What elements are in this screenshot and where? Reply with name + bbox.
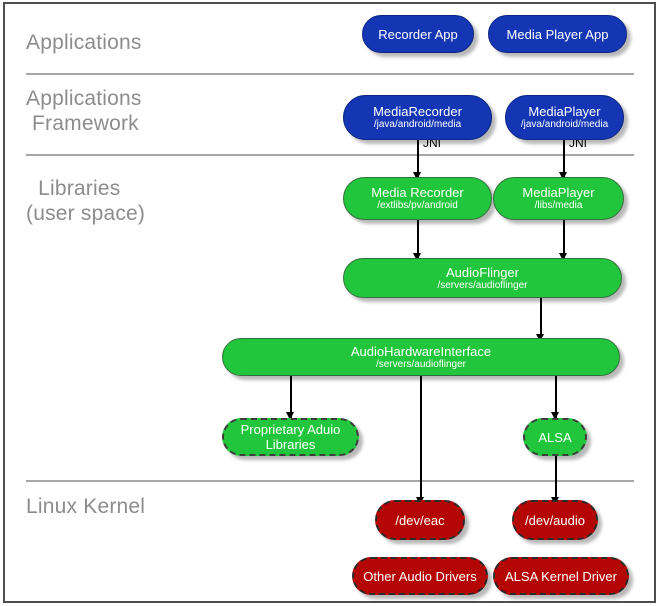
arrowhead-mediaplayer-to-lib	[559, 172, 567, 180]
arrowhead-mediaplayerlib-to-audioflinger	[559, 253, 567, 261]
node-other-audio-drivers[interactable]: Other Audio Drivers	[352, 557, 488, 595]
connector-audioflinger-to-audiohardwareinterface	[540, 298, 542, 340]
node-mediaplayer-framework-path: /java/android/media	[520, 119, 609, 130]
node-mediarecorder-framework-path: /java/android/media	[373, 119, 462, 130]
node-audiohardwareinterface-path: /servers/audioflinger	[375, 358, 467, 370]
node-recorder-app[interactable]: Recorder App	[362, 15, 474, 53]
node-mediarecorder-framework-title: MediaRecorder	[373, 104, 462, 119]
node-media-player-app-title: Media Player App	[506, 26, 609, 42]
connector-mediaplayer-to-lib	[563, 140, 565, 177]
node-proprietary-audio-libraries-line1: Proprietary Aduio	[240, 422, 341, 437]
layer-label-applications-framework: Applications Framework	[26, 87, 142, 135]
node-mediaplayer-lib-title: MediaPlayer	[522, 185, 595, 200]
node-media-recorder-lib[interactable]: Media Recorder /extlibs/pv/android	[343, 177, 492, 220]
node-mediaplayer-framework-title: MediaPlayer	[528, 104, 601, 119]
node-alsa-kernel-driver-title: ALSA Kernel Driver	[505, 568, 617, 584]
connector-alsa-to-dev-audio	[555, 456, 557, 502]
divider-kernel	[26, 480, 634, 482]
node-audioflinger-path: /servers/audioflinger	[437, 279, 528, 291]
node-audiohardwareinterface[interactable]: AudioHardwareInterface /servers/audiofli…	[222, 338, 620, 376]
node-alsa-title: ALSA	[538, 429, 572, 445]
node-proprietary-audio-libraries-line2: Libraries	[265, 437, 316, 452]
layer-label-libraries: Libraries (user space)	[26, 177, 146, 225]
node-alsa-kernel-driver[interactable]: ALSA Kernel Driver	[493, 557, 629, 595]
layer-label-applications: Applications	[26, 31, 142, 54]
arrowhead-ahi-to-proprietary-libraries	[286, 412, 294, 420]
arrowhead-mediarecorder-to-lib	[413, 172, 421, 180]
node-mediaplayer-lib-path: /libs/media	[534, 200, 583, 211]
node-mediaplayer-framework[interactable]: MediaPlayer /java/android/media	[505, 95, 624, 140]
node-dev-eac[interactable]: /dev/eac	[375, 500, 465, 540]
node-audioflinger[interactable]: AudioFlinger /servers/audioflinger	[343, 258, 622, 298]
node-alsa[interactable]: ALSA	[523, 418, 587, 456]
connector-mediarecorder-to-lib	[417, 140, 419, 177]
arrowhead-mediarecorderlib-to-audioflinger	[413, 253, 421, 261]
divider-framework	[26, 154, 634, 156]
node-dev-audio[interactable]: /dev/audio	[512, 500, 598, 540]
arrowhead-ahi-to-alsa	[551, 412, 559, 420]
node-media-recorder-lib-title: Media Recorder	[371, 185, 464, 200]
layer-label-linux-kernel: Linux Kernel	[26, 495, 146, 518]
connector-ahi-to-proprietary-libraries	[290, 376, 292, 418]
node-media-player-app[interactable]: Media Player App	[488, 15, 627, 53]
node-dev-audio-title: /dev/audio	[525, 512, 585, 528]
node-dev-eac-title: /dev/eac	[395, 512, 445, 528]
connector-mediaplayerlib-to-audioflinger	[563, 220, 565, 258]
node-mediarecorder-framework[interactable]: MediaRecorder /java/android/media	[343, 95, 492, 140]
node-proprietary-audio-libraries[interactable]: Proprietary Aduio Libraries	[222, 418, 359, 456]
node-other-audio-drivers-title: Other Audio Drivers	[363, 568, 477, 584]
divider-applications	[26, 73, 634, 75]
node-mediaplayer-lib[interactable]: MediaPlayer /libs/media	[493, 177, 624, 220]
connector-mediarecorderlib-to-audioflinger	[417, 220, 419, 258]
node-audioflinger-title: AudioFlinger	[446, 264, 519, 280]
connector-ahi-to-alsa	[555, 376, 557, 418]
node-audiohardwareinterface-title: AudioHardwareInterface	[350, 343, 492, 359]
connector-ahi-to-dev-eac	[420, 376, 422, 502]
node-recorder-app-title: Recorder App	[378, 26, 458, 42]
node-media-recorder-lib-path: /extlibs/pv/android	[377, 200, 458, 211]
